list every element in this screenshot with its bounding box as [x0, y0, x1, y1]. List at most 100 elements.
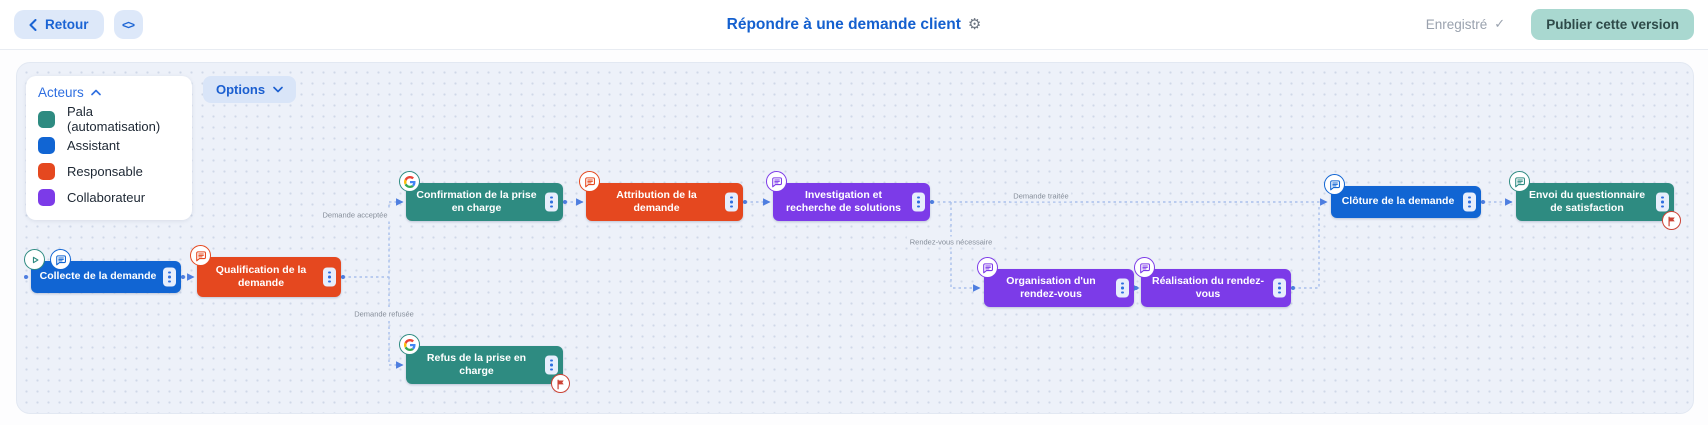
node-label: Attribution de la demande — [616, 188, 697, 214]
actor-color-swatch — [38, 136, 55, 154]
end-flag-badge — [551, 374, 570, 393]
edge-source-dot — [563, 200, 567, 204]
workflow-node-attribution[interactable]: Attribution de la demande — [579, 171, 743, 221]
workflow-edge — [388, 277, 404, 369]
node-label: Organisation d'un rendez-vous — [1006, 274, 1096, 300]
legend-item: Pala (automatisation) — [38, 104, 180, 134]
chat-icon — [1139, 262, 1150, 273]
node-menu-button[interactable] — [1656, 192, 1669, 212]
workflow-edge — [1293, 204, 1320, 289]
node-menu-button[interactable] — [725, 192, 738, 212]
workflow-edge — [950, 202, 981, 292]
actor-color-swatch — [38, 110, 55, 128]
publish-button[interactable]: Publier cette version — [1531, 9, 1694, 40]
actor-label: Responsable — [67, 163, 143, 179]
actor-label: Pala (automatisation) — [67, 104, 161, 134]
workflow-node-realisation[interactable]: Réalisation du rendez-vous — [1134, 257, 1291, 307]
node-label: Clôture de la demande — [1341, 195, 1455, 208]
workflow-node-collecte[interactable]: Collecte de la demande — [24, 249, 181, 293]
chat-icon — [195, 250, 206, 261]
workflow-node-envoi[interactable]: Envoi du questionnaire de satisfaction — [1509, 171, 1681, 230]
edge-source-dot — [181, 275, 185, 279]
actor-color-swatch — [38, 188, 55, 206]
legend-item: Collaborateur — [38, 184, 180, 210]
settings-gear-icon[interactable]: ⚙ — [967, 15, 982, 33]
workflow-node-qualification[interactable]: Qualification de la demande — [190, 245, 341, 297]
workflow-node-refus[interactable]: Refus de la prise en charge — [399, 334, 570, 393]
chevron-left-icon — [29, 18, 37, 31]
flag-icon — [1667, 216, 1675, 226]
chat-badge[interactable] — [1509, 171, 1530, 192]
google-badge[interactable] — [399, 171, 420, 192]
chat-badge[interactable] — [1324, 174, 1345, 195]
node-label: Refus de la prise en charge — [426, 351, 527, 377]
chat-icon — [55, 254, 66, 265]
code-view-button[interactable]: <> — [113, 10, 143, 39]
google-icon — [403, 175, 416, 188]
back-button[interactable]: Retour — [14, 10, 104, 39]
options-button-label: Options — [216, 82, 266, 97]
code-icon: <> — [121, 17, 135, 32]
chat-icon — [1329, 179, 1340, 190]
chevron-up-icon — [90, 89, 101, 96]
legend-toggle[interactable]: Acteurs — [38, 85, 180, 100]
end-flag-badge — [1662, 211, 1681, 230]
workflow-node-organisation[interactable]: Organisation d'un rendez-vous — [977, 257, 1134, 307]
edge-source-dot — [1134, 286, 1138, 290]
node-label: Confirmation de la prise en charge — [416, 188, 537, 214]
workflow-node-confirmation[interactable]: Confirmation de la prise en charge — [399, 171, 563, 221]
chevron-down-icon — [273, 86, 283, 93]
node-menu-button[interactable] — [545, 355, 558, 375]
edge-source-dot — [1481, 200, 1485, 204]
saved-status-label: Enregistré — [1425, 17, 1488, 32]
check-icon: ✓ — [1494, 17, 1506, 32]
chat-badge[interactable] — [190, 245, 211, 266]
node-menu-button[interactable] — [912, 192, 925, 212]
workflow-node-cloture[interactable]: Clôture de la demande — [1324, 174, 1481, 218]
play-icon — [32, 256, 38, 263]
legend-item: Responsable — [38, 158, 180, 184]
header: Retour <> Répondre à une demande client … — [0, 0, 1708, 50]
legend-title-label: Acteurs — [38, 85, 84, 100]
saved-status: Enregistré ✓ — [1426, 17, 1505, 32]
chat-icon — [982, 262, 993, 273]
node-label: Envoi du questionnaire de satisfaction — [1528, 188, 1646, 214]
node-label: Réalisation du rendez-vous — [1151, 274, 1265, 300]
google-icon — [403, 338, 416, 351]
node-menu-button[interactable] — [163, 267, 176, 287]
node-menu-button[interactable] — [545, 192, 558, 212]
actor-label: Collaborateur — [67, 189, 146, 205]
edge-source-dot — [743, 200, 747, 204]
edge-source-dot — [24, 275, 28, 279]
actor-color-swatch — [38, 162, 55, 180]
options-button[interactable]: Options — [203, 76, 297, 103]
chat-icon — [584, 176, 595, 187]
google-badge[interactable] — [399, 334, 420, 355]
legend-item: Assistant — [38, 132, 180, 158]
play-badge[interactable] — [24, 249, 45, 270]
node-menu-button[interactable] — [1116, 278, 1129, 298]
node-label: Collecte de la demande — [39, 270, 157, 283]
edge-source-dot — [341, 275, 345, 279]
back-button-label: Retour — [45, 17, 89, 32]
chat-badge[interactable] — [50, 249, 71, 270]
page-title: Répondre à une demande client — [726, 15, 961, 33]
chat-badge[interactable] — [977, 257, 998, 278]
chat-badge[interactable] — [766, 171, 787, 192]
edge-source-dot — [1291, 286, 1295, 290]
node-menu-button[interactable] — [1273, 278, 1286, 298]
chat-icon — [1514, 176, 1525, 187]
chat-badge[interactable] — [1134, 257, 1155, 278]
node-label: Investigation et recherche de solutions — [786, 188, 901, 214]
chat-icon — [771, 176, 782, 187]
node-label: Qualification de la demande — [215, 263, 307, 289]
actor-label: Assistant — [67, 137, 120, 153]
edge-source-dot — [930, 200, 934, 204]
edges-layer — [24, 198, 1513, 369]
chat-badge[interactable] — [579, 171, 600, 192]
node-menu-button[interactable] — [1463, 192, 1476, 212]
node-menu-button[interactable] — [323, 267, 336, 287]
workflow-node-investigation[interactable]: Investigation et recherche de solutions — [766, 171, 930, 221]
